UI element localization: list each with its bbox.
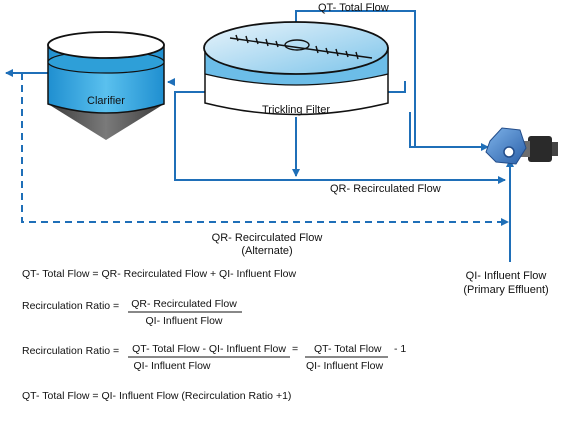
clarifier-label: Clarifier — [87, 95, 125, 107]
pump — [485, 127, 558, 165]
clarifier-cone — [48, 104, 164, 140]
equation-ratio2-equals: = — [292, 343, 298, 355]
alternate-flow-label-line2: (Alternate) — [241, 245, 292, 257]
pump-motor-cap — [552, 142, 558, 156]
filter-center-hub — [284, 39, 310, 51]
total-flow-line — [409, 112, 470, 148]
alternate-recirculation-line — [21, 73, 509, 226]
pump-motor — [528, 136, 552, 162]
equation-ratio2-numerator: QT- Total Flow - QI- Influent Flow — [132, 343, 286, 355]
equation-ratio-prefix: Recirculation Ratio = — [22, 300, 119, 312]
equation-ratio2-minus-one: - 1 — [394, 343, 406, 355]
equation-ratio2-denominator: QI- Influent Flow — [133, 360, 210, 372]
equation-ratio-numerator: QR- Recirculated Flow — [131, 298, 237, 310]
clarifier: Clarifier — [47, 31, 165, 140]
pump-housing — [485, 127, 527, 165]
equations: QT- Total Flow = QR- Recirculated Flow +… — [22, 268, 406, 402]
alternate-flow-label-line1: QR- Recirculated Flow — [212, 232, 323, 244]
recirculated-flow-label: QR- Recirculated Flow — [330, 183, 441, 195]
clarifier-rim — [47, 31, 165, 59]
equation-total-flow-ratio: QT- Total Flow = QI- Influent Flow (Reci… — [22, 390, 291, 402]
equation-total-flow: QT- Total Flow = QR- Recirculated Flow +… — [22, 268, 296, 280]
influent-flow-label-line1: QI- Influent Flow — [466, 270, 547, 282]
filter-to-clarifier-line — [174, 81, 506, 184]
pump-inlet — [503, 146, 515, 158]
equation-ratio2-right-numerator: QT- Total Flow — [314, 343, 382, 355]
equation-ratio2-prefix: Recirculation Ratio = — [22, 345, 119, 357]
total-flow-label: QT- Total Flow — [318, 2, 389, 14]
equation-ratio-denominator: QI- Influent Flow — [145, 315, 222, 327]
filter-distributor-arm — [229, 34, 373, 60]
equation-ratio2-right-denominator: QI- Influent Flow — [306, 360, 383, 372]
trickling-filter-label: Trickling Filter — [262, 104, 330, 116]
influent-flow-label-line2: (Primary Effluent) — [463, 284, 548, 296]
trickling-filter: Trickling Filter — [203, 21, 389, 116]
